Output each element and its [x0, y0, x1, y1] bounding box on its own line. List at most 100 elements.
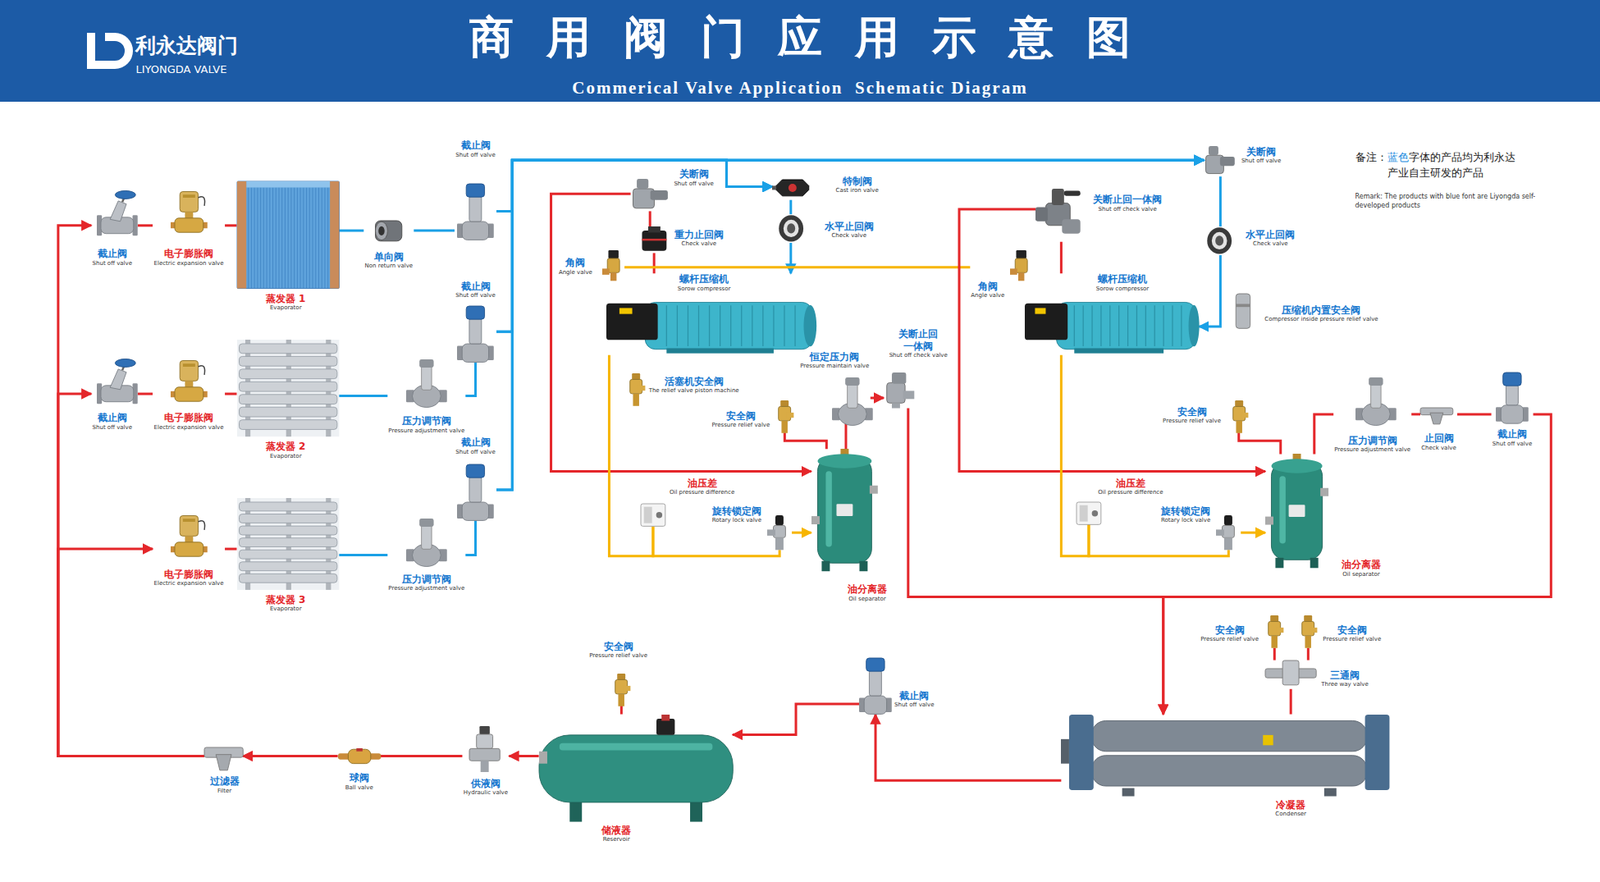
icon-part [690, 800, 703, 822]
icon-part [636, 178, 649, 189]
pipe-line [624, 265, 970, 269]
icon-part [786, 223, 796, 234]
logo-mark [105, 32, 133, 69]
icon-part [788, 183, 797, 192]
icon-part [197, 520, 205, 530]
icon-part [644, 301, 813, 349]
relief-valve-icon [775, 400, 794, 434]
part-label: 压力调节阀 [387, 415, 466, 427]
english-label: Pressure adjustment valve [387, 427, 466, 435]
icon-part [619, 307, 633, 314]
icon-part [1211, 232, 1228, 250]
label-block: 油分离器Oil separator [1340, 558, 1382, 578]
english-label: Angle valve [557, 269, 594, 277]
icon-part [238, 513, 337, 523]
part-label: 安全阀 [588, 640, 649, 653]
icon-part [1271, 459, 1323, 474]
icon-part [466, 464, 485, 478]
icon-part [641, 230, 667, 252]
english-label: Pressure relief valve [1321, 635, 1382, 644]
icon-part [1430, 413, 1444, 426]
label-block: 蒸发器 2Evaporator [265, 440, 307, 460]
icon-part [1064, 191, 1081, 197]
icon-part [356, 748, 362, 752]
icon-part [661, 714, 670, 721]
label-block: 水平止回阀Check valve [823, 220, 875, 240]
label-block: 截止阀Shut off valve [454, 280, 497, 300]
icon-part [786, 411, 795, 417]
relief-valve: 安全阀Pressure relief valve [1161, 400, 1248, 434]
icon-part [1051, 188, 1065, 206]
pipe-line [653, 526, 780, 557]
label-block: 油压差Oil pressure difference [1097, 477, 1165, 497]
part-label: 安全阀 [1161, 406, 1222, 418]
icon-part [238, 369, 337, 380]
icon-part [197, 365, 205, 375]
label-block: 安全阀Pressure relief valve [1161, 406, 1222, 426]
icon-part [182, 518, 196, 522]
relief-valve-icon [612, 673, 631, 704]
angle-valve-icon [1010, 250, 1033, 281]
label-block: 储液器Reservoir [600, 824, 632, 844]
icon-part [817, 453, 872, 468]
icon-part [421, 365, 432, 390]
icon-part [174, 386, 204, 401]
icon-part [781, 420, 788, 433]
logo-text: 利永达阀门 [135, 33, 238, 59]
pipe-line [791, 531, 812, 535]
part-label: 恒定压力阀 [799, 351, 871, 363]
icon-part [1122, 787, 1135, 796]
remark-note: 备注：蓝色字体的产品均为利永达产业自主研发的产品 [1355, 149, 1519, 182]
english-label: Three way valve [1320, 681, 1370, 689]
icon-part [1208, 146, 1219, 156]
oil-separator: 油分离器Oil separator [811, 448, 888, 604]
icon-part [247, 187, 328, 289]
part-label: 止回阀 [1420, 432, 1458, 444]
icon-part [174, 541, 204, 556]
pipe-line [875, 714, 1061, 782]
icon-part [608, 250, 618, 259]
icon-part [836, 503, 853, 517]
icon-part [479, 726, 490, 735]
part-label: 截止阀 [454, 139, 497, 151]
icon-part [869, 485, 878, 494]
receiver-icon [539, 714, 733, 823]
expansion-valve: 电子膨胀阀Electric expansion valve [152, 513, 225, 589]
shutoff-valve-icon [96, 188, 138, 240]
icon-part [1234, 400, 1244, 407]
part-label: 角阀 [557, 256, 594, 269]
part-label: 安全阀 [1321, 624, 1382, 636]
icon-part [780, 400, 789, 407]
icon-part [859, 561, 868, 572]
label-block: 油分离器Oil separator [846, 583, 888, 603]
pipe-line [908, 407, 1164, 714]
icon-part [378, 225, 384, 235]
icon-part [215, 754, 232, 771]
label-block: 特制阀Cast iron valve [834, 175, 880, 195]
english-label: Pressure relief valve [588, 652, 649, 660]
english-label: Shut off valve [1240, 157, 1283, 165]
regulating-valve: 压力调节阀Pressure adjustment valve [387, 518, 466, 594]
rotolock-valve: 旋转锁定阀Rotary lock valve [710, 505, 792, 551]
part-label: 水平止回阀 [823, 220, 875, 233]
check-valve: 重力止回阀Check valve [640, 226, 725, 253]
label-block: 旋转锁定阀Rotary lock valve [710, 505, 763, 525]
pipe-line [789, 200, 792, 215]
icon-part [246, 181, 330, 188]
special-valve: 特制阀Cast iron valve [772, 175, 880, 201]
label-block: 压力调节阀Pressure adjustment valve [387, 415, 466, 435]
label-block: 旋转锁定阀Rotary lock valve [1160, 505, 1212, 525]
supply-valve: 供液阀Hydraulic valve [461, 726, 509, 797]
shutoff-valve: 截止阀Shut off valve [1491, 372, 1534, 448]
shutoff-valve-icon [1495, 372, 1529, 424]
shutoff-valve: 截止阀Shut off valve [454, 139, 497, 240]
icon-part [778, 214, 804, 242]
part-label: 截止阀 [91, 247, 133, 260]
icon-part [1265, 516, 1274, 526]
check-valve-icon [640, 226, 669, 253]
part-label: 蒸发器 3 [265, 594, 307, 606]
english-label: Shut off check valve [887, 352, 949, 360]
part-label: 安全阀 [710, 410, 771, 422]
part-label: 关断止回一体阀 [1092, 193, 1163, 206]
icon-part [238, 549, 337, 559]
